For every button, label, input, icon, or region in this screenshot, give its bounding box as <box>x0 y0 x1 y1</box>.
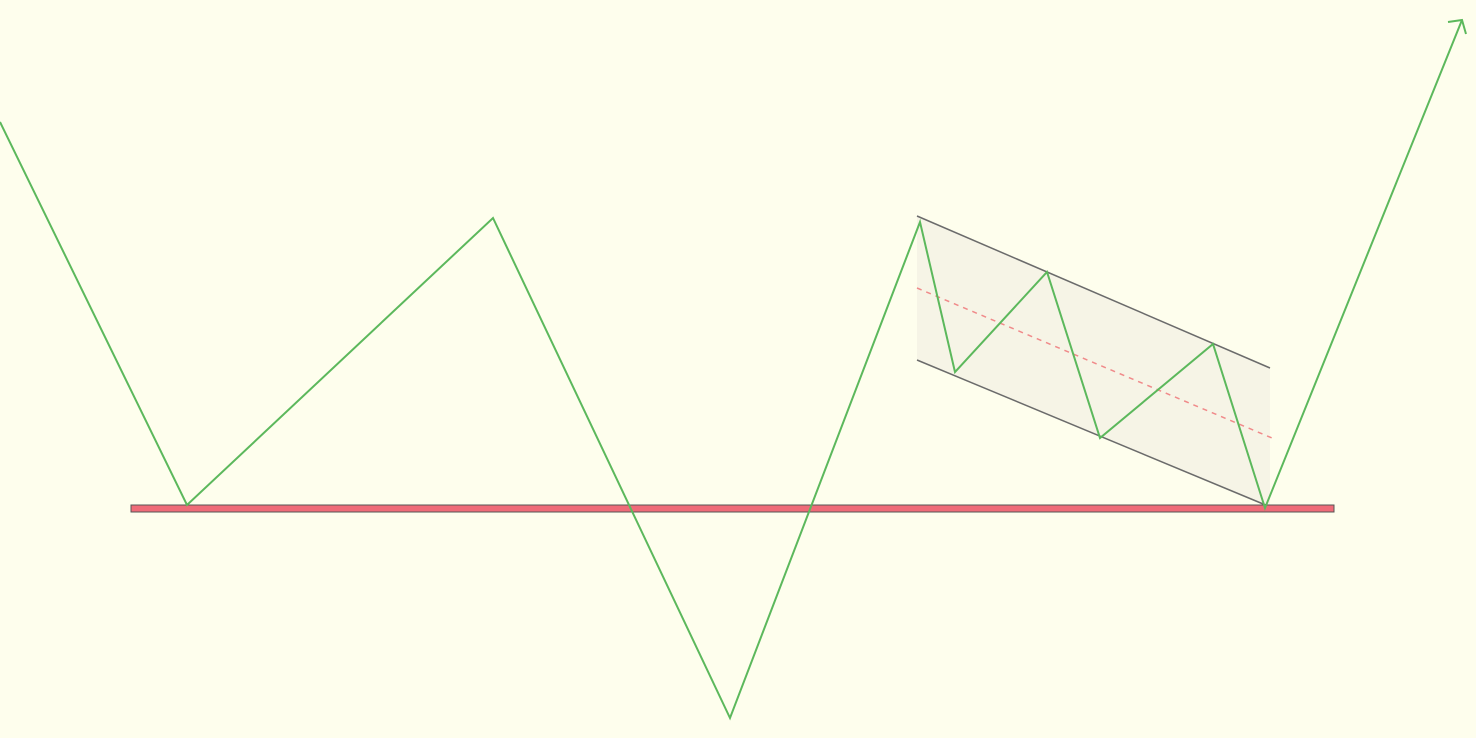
channel-lower-line <box>916 359 1269 507</box>
channel-upper-line <box>916 215 1271 369</box>
channel-midline <box>916 287 1273 439</box>
arrow-head-icon <box>1447 18 1467 35</box>
support-line <box>130 504 1335 513</box>
price-path <box>0 19 1463 721</box>
